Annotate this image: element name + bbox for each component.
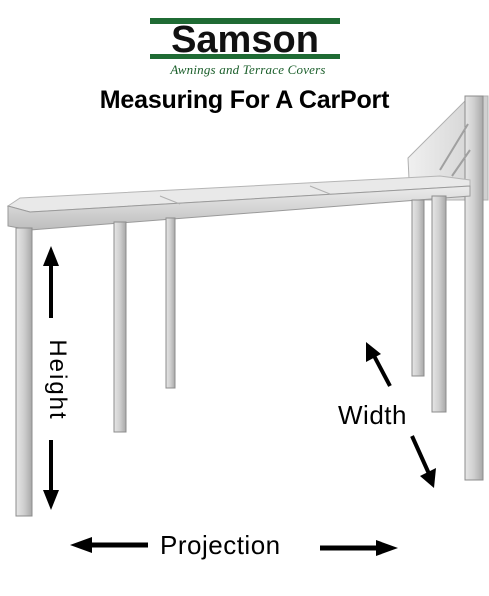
logo-stripe-top bbox=[150, 18, 340, 24]
wall-rafter-2 bbox=[451, 149, 471, 177]
roof-beam bbox=[7, 185, 471, 231]
width-arrow-icon bbox=[366, 342, 436, 488]
roof-seam-2 bbox=[309, 185, 331, 195]
post-right-front bbox=[431, 195, 447, 413]
post-front-left bbox=[15, 227, 33, 517]
projection-label: Projection bbox=[160, 530, 281, 560]
projection-arrow-icon bbox=[70, 537, 398, 556]
logo-stripe-bottom bbox=[150, 54, 340, 59]
width-label: Width bbox=[338, 400, 407, 430]
roof-seam-1 bbox=[159, 195, 181, 205]
logo-wordmark-text: Samson bbox=[171, 19, 319, 61]
height-arrow-icon bbox=[43, 246, 59, 510]
post-right-back bbox=[411, 199, 425, 377]
post-front-mid bbox=[113, 221, 127, 433]
logo-tagline: Awnings and Terrace Covers bbox=[170, 62, 326, 77]
height-label: Height bbox=[44, 339, 71, 421]
post-back-mid bbox=[165, 217, 176, 389]
samson-logo: Samson bbox=[150, 18, 340, 62]
page-title: Measuring For A CarPort bbox=[99, 86, 390, 114]
wall-rafter-1 bbox=[439, 123, 469, 171]
